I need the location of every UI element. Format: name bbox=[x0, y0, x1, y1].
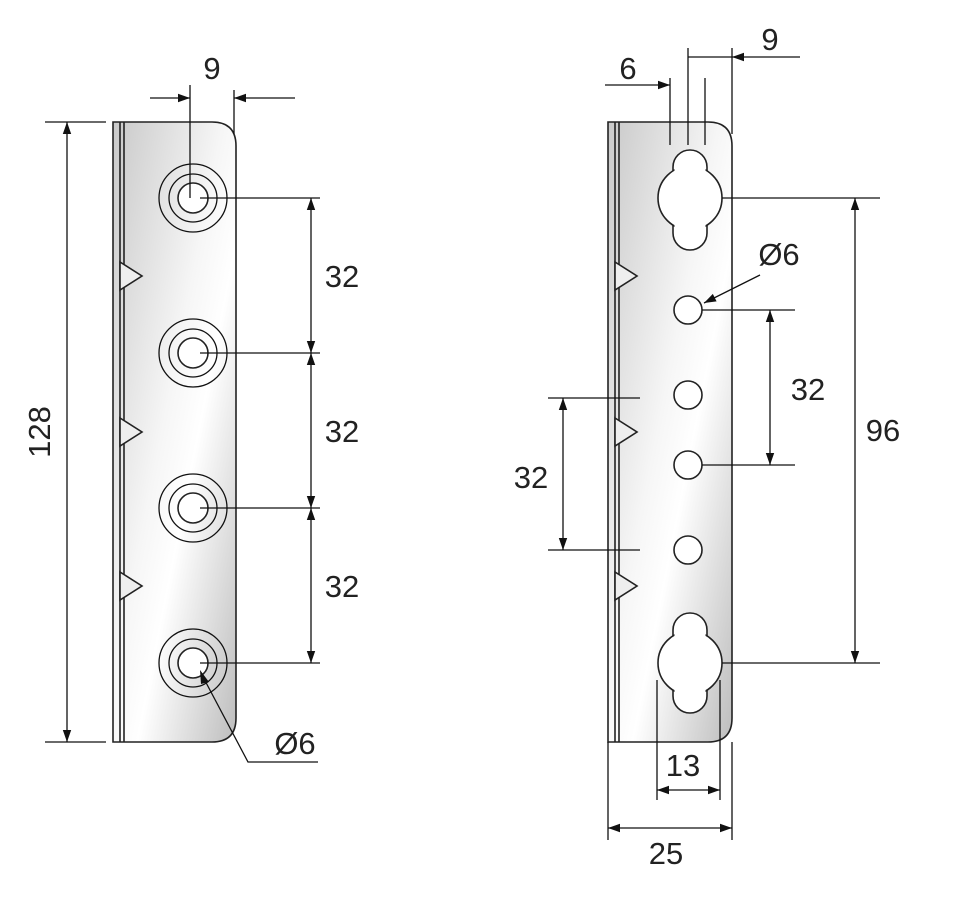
plate-width-dim: 25 bbox=[649, 836, 683, 871]
left-hole-diameter: Ø6 bbox=[274, 726, 315, 761]
left-width-dim: 9 bbox=[203, 51, 220, 86]
countersunk-holes bbox=[158, 163, 228, 698]
right-offset-dim: 6 bbox=[619, 51, 636, 86]
right-hole-diameter: Ø6 bbox=[758, 237, 799, 272]
left-side-pitch-dim: 32 bbox=[514, 460, 548, 495]
right-bracket: 6 9 Ø6 32 32 96 13 25 bbox=[514, 22, 900, 871]
keyhole-spacing-dim: 96 bbox=[866, 413, 900, 448]
keyhole-width-dim: 13 bbox=[666, 748, 700, 783]
teeth bbox=[119, 260, 144, 602]
left-bracket: 9 32 32 32 128 Ø6 bbox=[22, 51, 359, 763]
right-pitch-dim: 32 bbox=[791, 372, 825, 407]
teeth bbox=[614, 260, 639, 602]
keyhole-slots bbox=[657, 149, 723, 714]
left-pitch-dim-3: 32 bbox=[325, 569, 359, 604]
right-width-dim: 9 bbox=[761, 22, 778, 57]
left-pitch-dim-2: 32 bbox=[325, 414, 359, 449]
left-pitch-dim-1: 32 bbox=[325, 259, 359, 294]
left-length-dim: 128 bbox=[22, 406, 57, 458]
